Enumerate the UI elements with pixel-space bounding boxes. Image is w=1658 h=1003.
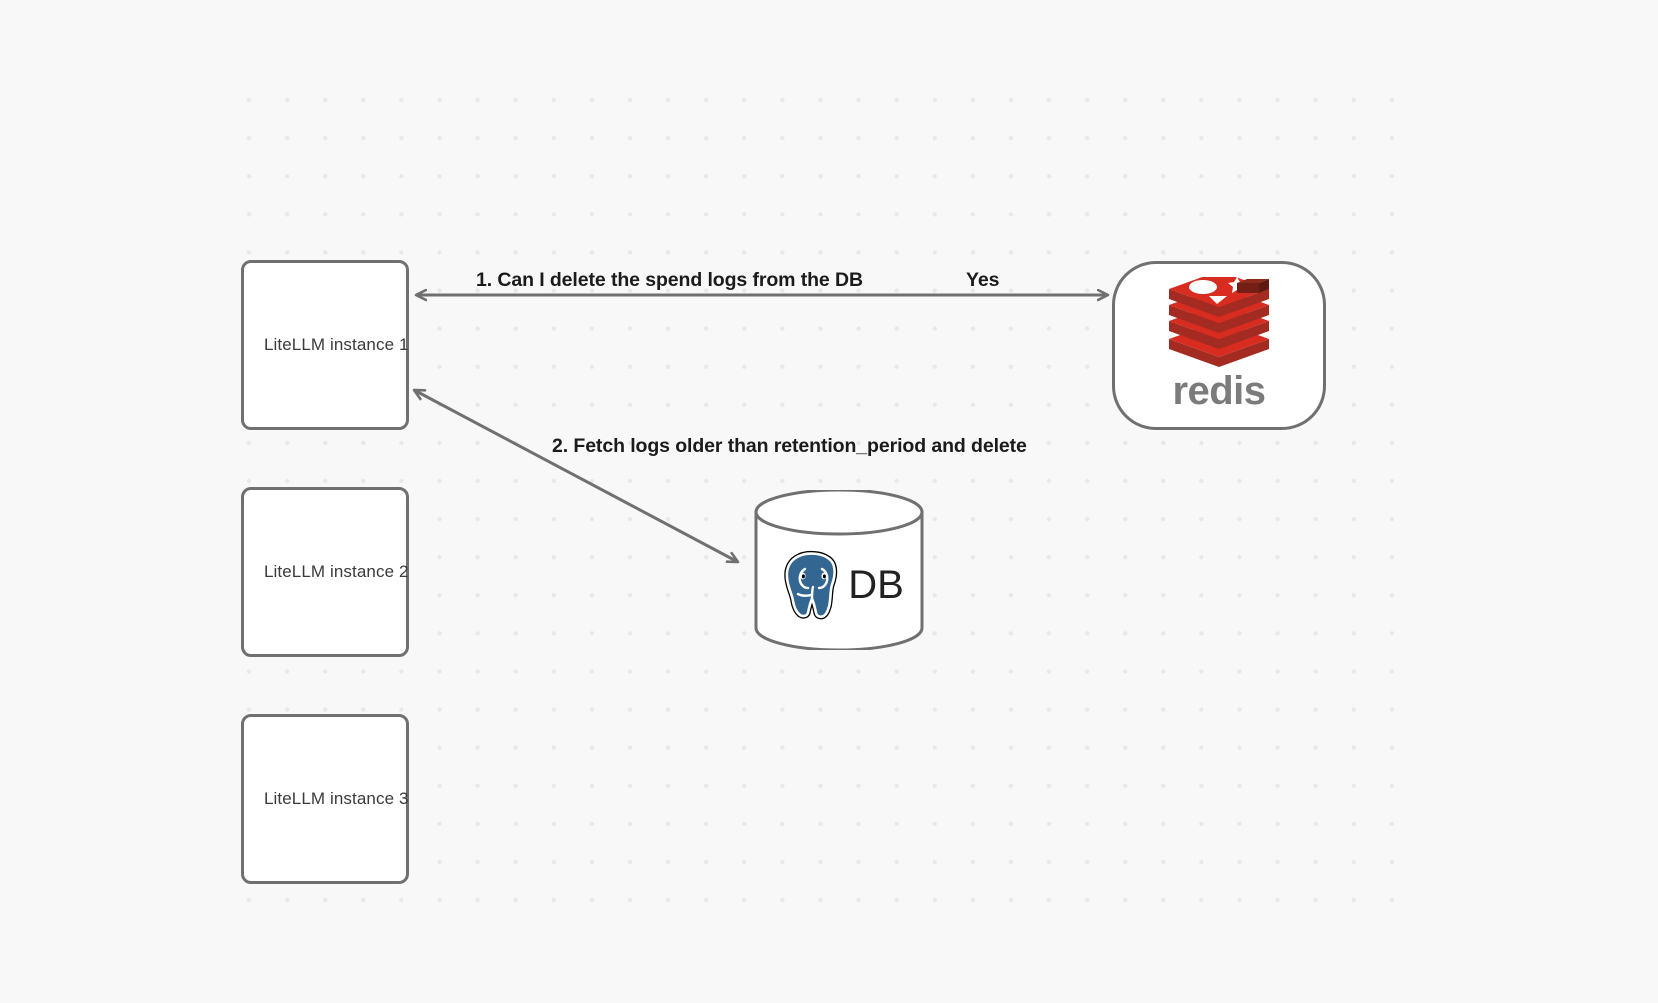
redis-stack-icon [1169,276,1269,367]
node-litellm-instance-2[interactable]: LiteLLM instance 2 [241,487,409,657]
node-litellm-instance-3[interactable]: LiteLLM instance 3 [241,714,409,884]
node-redis[interactable]: redis [1112,261,1326,430]
node-litellm-instance-1[interactable]: LiteLLM instance 1 [241,260,409,430]
postgresql-elephant-icon [784,550,838,620]
db-node-label: DB [848,563,904,607]
edge-litellm1-db [414,388,738,564]
edge-label-step-2: 2. Fetch logs older than retention_perio… [552,435,1027,457]
node-db[interactable]: DB [753,490,925,650]
db-node-content: DB [753,540,925,630]
edge-label-step-1-reply: Yes [966,269,1000,291]
node-litellm-instance-1-label: LiteLLM instance 1 [264,335,409,354]
redis-wordmark: redis [1172,368,1266,413]
node-litellm-instance-3-label: LiteLLM instance 3 [264,789,409,808]
redis-logo-wrap: redis [1165,276,1273,413]
node-litellm-instance-2-label: LiteLLM instance 2 [264,562,409,581]
edge-label-step-1: 1. Can I delete the spend logs from the … [476,269,863,291]
